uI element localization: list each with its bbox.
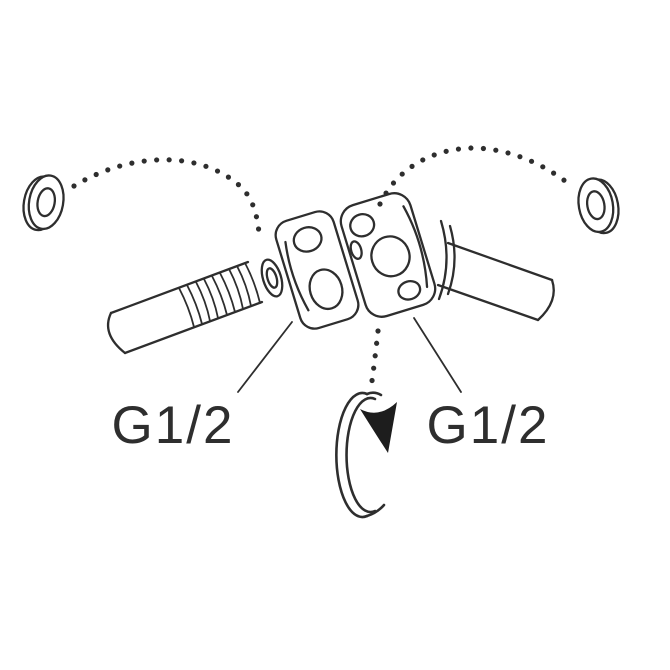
rotation-arrowhead	[360, 402, 397, 453]
washer-hole	[585, 190, 606, 221]
coupling-nut-left	[274, 210, 360, 330]
dotted-leader-rotation	[368, 328, 381, 391]
nut-dimple	[349, 213, 376, 238]
thread-line	[203, 278, 219, 319]
thread-line	[211, 275, 228, 316]
rotation-ring-top-tip	[365, 391, 383, 397]
thread-line	[178, 287, 195, 328]
nut-edge-arc	[284, 240, 310, 312]
thread-line	[219, 272, 236, 313]
nut-dimple	[370, 235, 411, 278]
right-hose-bottom-edge	[436, 283, 540, 322]
collar-arc	[446, 224, 456, 296]
thread-line	[186, 284, 203, 325]
left-hose	[106, 260, 264, 355]
label-leader-left	[237, 321, 293, 393]
thread-label-right: G1/2	[427, 396, 550, 455]
right-washer-icon	[577, 177, 620, 235]
thread-line	[228, 268, 244, 310]
thread-line	[244, 262, 261, 304]
thread-line	[236, 265, 252, 307]
rotation-ring-outer	[335, 391, 369, 519]
hose-washer-icon	[260, 258, 284, 298]
nut-dimple	[308, 268, 344, 311]
thread-label-left: G1/2	[112, 396, 235, 455]
thread-line	[195, 281, 211, 322]
left-washer-icon	[22, 174, 65, 232]
rotation-ring-bottom-tip	[365, 503, 386, 518]
rotation-arrow-icon	[335, 391, 397, 519]
right-hose-collar	[437, 219, 456, 301]
nut-dimple	[397, 279, 422, 301]
nut-body	[274, 210, 360, 330]
right-hose-top-edge	[446, 241, 554, 282]
dotted-leader-right	[377, 145, 572, 207]
label-leader-right	[413, 317, 462, 393]
dotted-leader-left	[71, 157, 262, 236]
washer-hole	[36, 187, 57, 218]
left-hose-threads	[178, 262, 261, 328]
nut-edge-arc	[402, 205, 429, 289]
left-hose-end-cap	[106, 311, 127, 355]
coupling-nut-right	[339, 192, 437, 318]
right-hose	[436, 219, 555, 322]
right-hose-end-cap	[536, 278, 555, 322]
hose-washer-hole	[265, 267, 279, 289]
nut-dimple	[292, 226, 323, 253]
nut-dimple	[349, 240, 363, 260]
rotation-ring-inner	[345, 396, 377, 514]
collar-arc	[437, 219, 448, 301]
